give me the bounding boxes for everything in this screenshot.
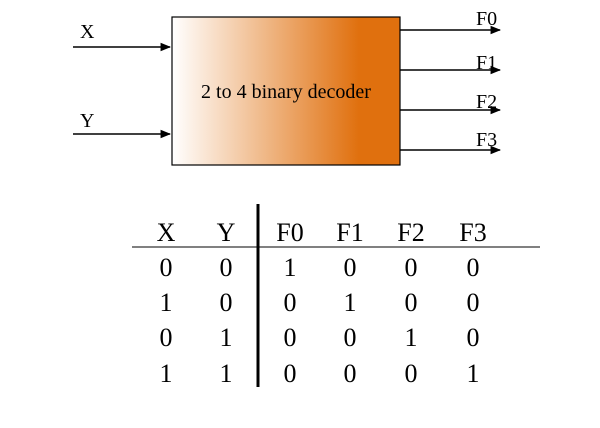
table-cell: 0	[344, 253, 357, 282]
output-f3-label: F3	[476, 129, 497, 151]
table-cell: 1	[160, 359, 173, 388]
table-cell: 0	[405, 288, 418, 317]
truth-table-header: X Y F0 F1 F2 F3	[157, 218, 487, 247]
table-cell: 1	[467, 359, 480, 388]
table-cell: 0	[467, 323, 480, 352]
table-cell: 0	[284, 323, 297, 352]
table-cell: 1	[344, 288, 357, 317]
truth-table-row: 1 0 0 1 0 0	[160, 288, 480, 317]
input-y-label: Y	[80, 110, 94, 132]
truth-table-row: 0 1 0 0 1 0	[160, 323, 480, 352]
table-header-y: Y	[217, 218, 236, 247]
table-cell: 1	[284, 253, 297, 282]
table-cell: 0	[344, 359, 357, 388]
table-cell: 0	[284, 359, 297, 388]
table-cell: 1	[405, 323, 418, 352]
table-cell: 1	[220, 359, 233, 388]
table-header-x: X	[157, 218, 176, 247]
table-cell: 0	[344, 323, 357, 352]
output-f2-label: F2	[476, 91, 497, 113]
table-cell: 1	[160, 288, 173, 317]
table-header-f0: F0	[276, 218, 303, 247]
table-cell: 0	[467, 288, 480, 317]
truth-table-row: 1 1 0 0 0 1	[160, 359, 480, 388]
table-header-f1: F1	[336, 218, 363, 247]
table-cell: 0	[405, 359, 418, 388]
output-f1-label: F1	[476, 52, 497, 74]
decoder-block	[171, 16, 401, 166]
table-cell: 0	[284, 288, 297, 317]
truth-table-row: 0 0 1 0 0 0	[160, 253, 480, 282]
table-cell: 0	[467, 253, 480, 282]
input-x-label: X	[80, 21, 95, 43]
decoder-label: 2 to 4 binary decoder	[201, 81, 371, 103]
table-cell: 1	[220, 323, 233, 352]
output-f0-label: F0	[476, 8, 497, 30]
table-header-f3: F3	[459, 218, 486, 247]
table-cell: 0	[160, 253, 173, 282]
table-cell: 0	[220, 253, 233, 282]
table-cell: 0	[220, 288, 233, 317]
table-cell: 0	[160, 323, 173, 352]
table-cell: 0	[405, 253, 418, 282]
table-header-f2: F2	[397, 218, 424, 247]
